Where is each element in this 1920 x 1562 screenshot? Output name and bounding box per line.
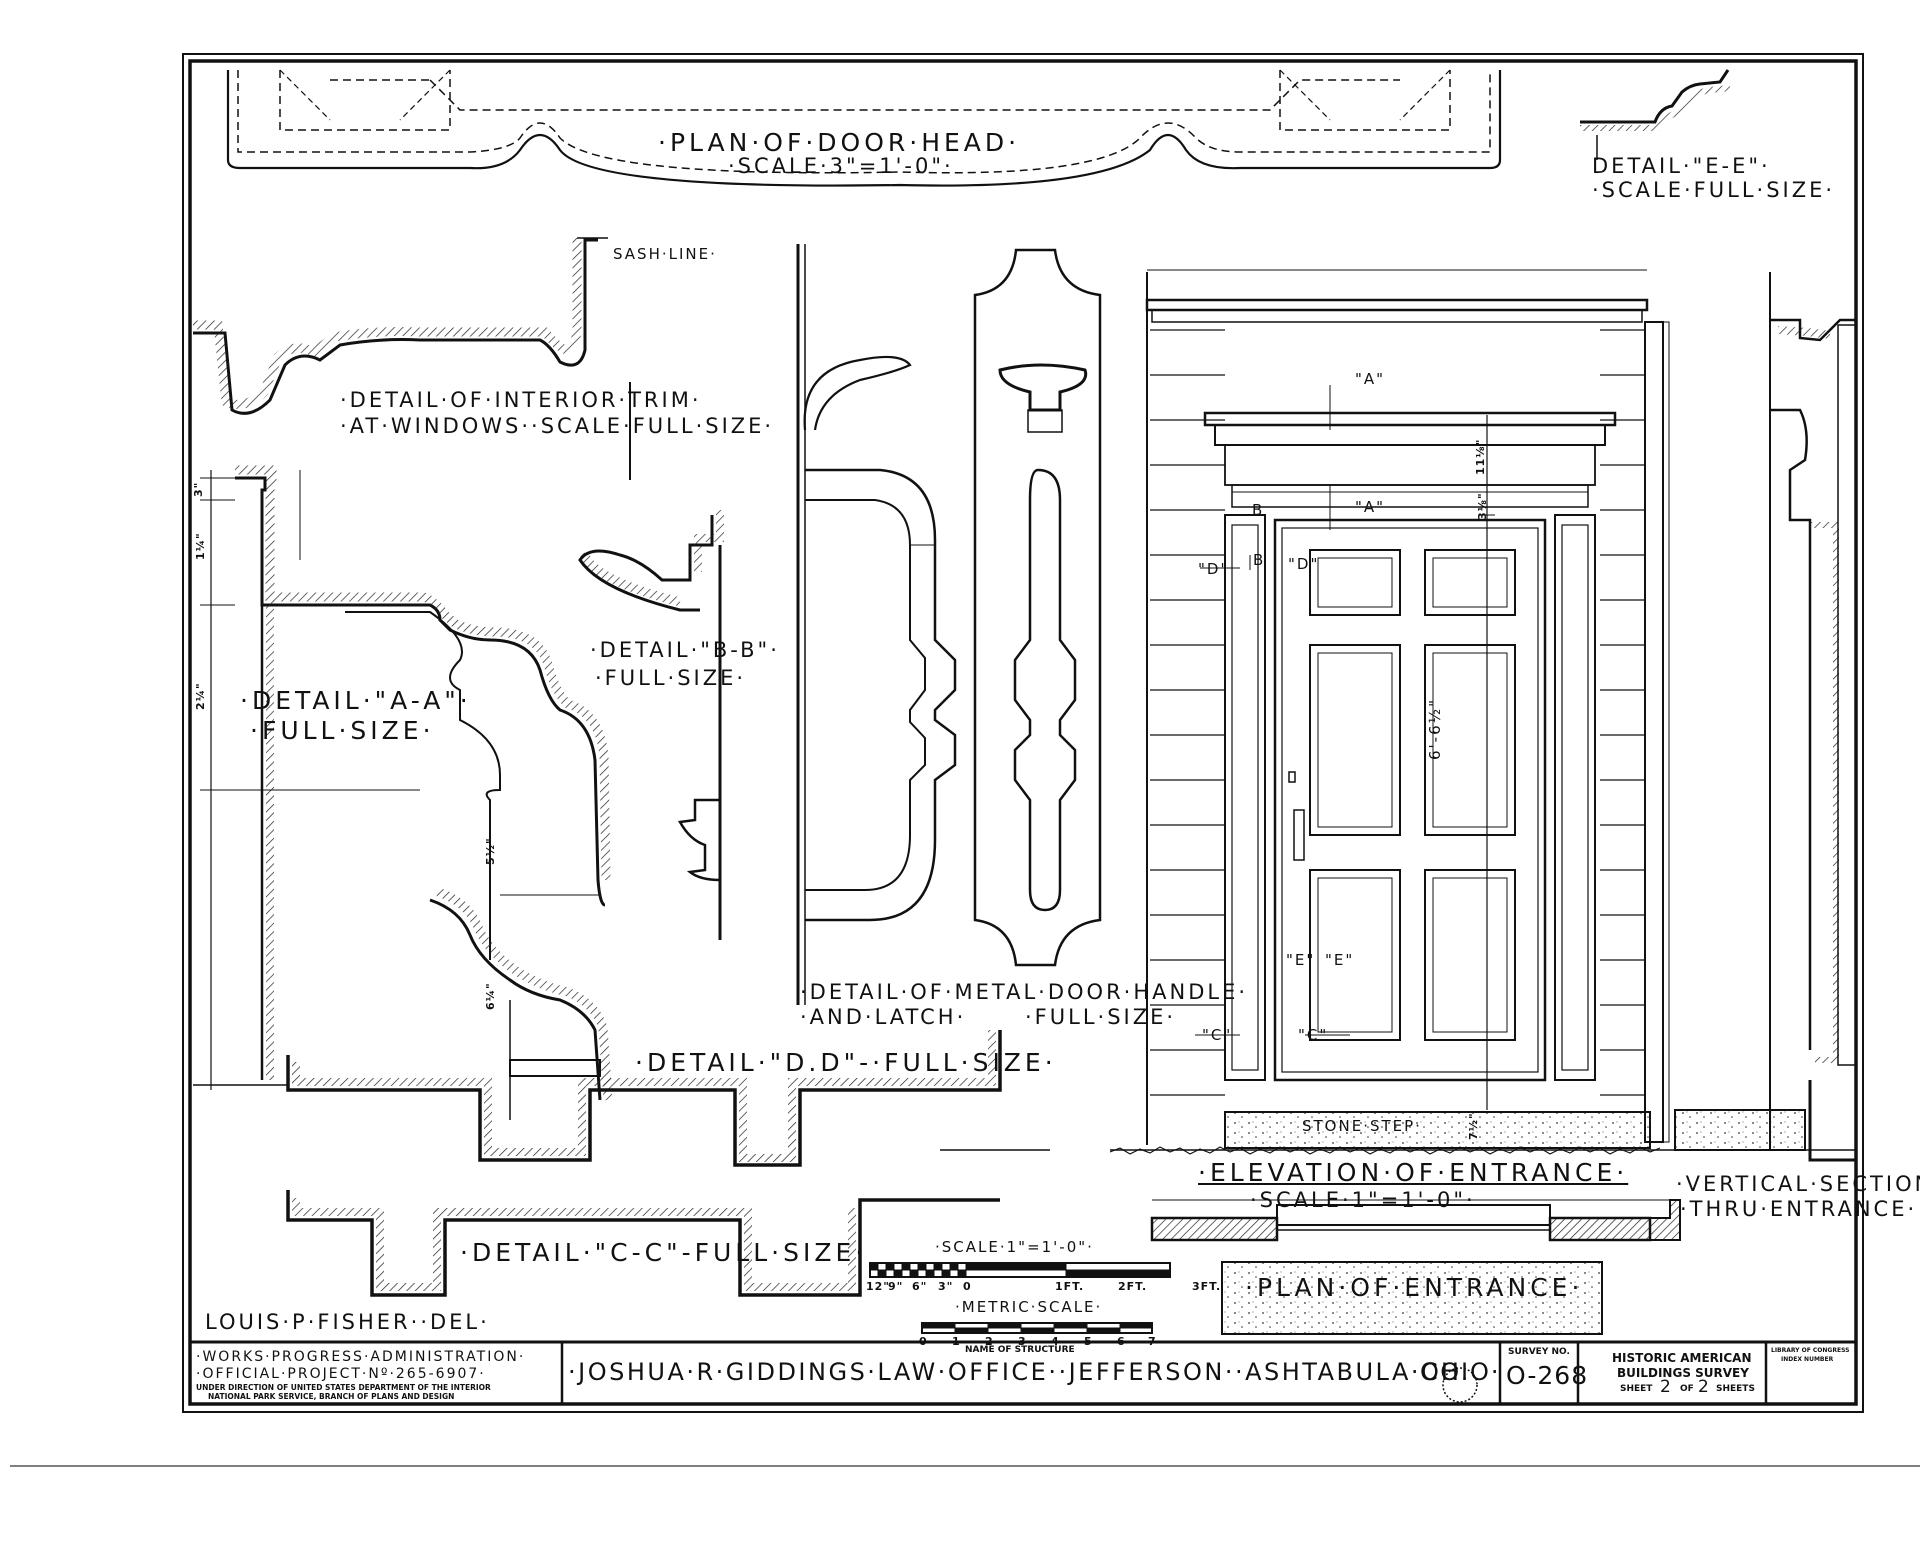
plan-of-entrance-title: ·PLAN·OF·ENTRANCE·	[1245, 1273, 1584, 1302]
loc-line-1: LIBRARY OF CONGRESS	[1771, 1347, 1850, 1354]
plan-of-entrance	[1150, 1199, 1681, 1335]
detail-dd-title: ·DETAIL·"D.D"-·FULL·SIZE·	[635, 1048, 1057, 1077]
detail-ee-title: DETAIL·"E-E"·	[1592, 154, 1771, 178]
dim-step: 7½"	[1467, 1112, 1480, 1140]
handle-title: ·DETAIL·OF·METAL·DOOR·HANDLE·	[800, 980, 1249, 1004]
delineator: LOUIS·P·FISHER··DEL·	[205, 1310, 490, 1334]
dim-aa-6: 6¼"	[484, 982, 497, 1010]
section-mark-c: "C"	[1202, 1026, 1233, 1044]
detail-ee-profile	[1580, 69, 1731, 160]
metric-tick: 3	[1018, 1335, 1027, 1348]
elevation-scale: ·SCALE·1"=1'-0"·	[1250, 1188, 1476, 1212]
section-mark-d: "D"	[1198, 560, 1230, 578]
scale-tick: 3FT.	[1192, 1280, 1222, 1293]
loc-line-2: INDEX NUMBER	[1781, 1356, 1834, 1363]
metric-scale-bar	[921, 1322, 1153, 1334]
scale-tick: 0	[963, 1280, 972, 1293]
dim-aa-2: 2¼"	[194, 682, 207, 710]
door-head-scale: ·SCALE·3"=1'-0"·	[728, 154, 954, 178]
habs-line-1: HISTORIC AMERICAN	[1612, 1351, 1752, 1365]
handle-scale: ·FULL·SIZE·	[1025, 1005, 1177, 1029]
detail-aa-scale: ·FULL·SIZE·	[250, 716, 435, 745]
detail-bb-scale: ·FULL·SIZE·	[595, 666, 747, 690]
section-mark-e: "E"	[1286, 951, 1316, 969]
entrance-elevation	[1109, 269, 1680, 1155]
metric-tick: 5	[1084, 1335, 1093, 1348]
vertical-section	[1674, 272, 1857, 1162]
handle-and-latch: ·AND·LATCH·	[800, 1005, 967, 1029]
agency-line-1: ·WORKS·PROGRESS·ADMINISTRATION·	[196, 1349, 526, 1365]
interior-trim-scale: ·AT·WINDOWS··SCALE·FULL·SIZE·	[340, 414, 775, 438]
door-handle-drawing	[796, 244, 1102, 1005]
sheet-prefix: SHEET	[1620, 1384, 1653, 1394]
sheet-border-inner	[188, 59, 1858, 1406]
survey-number-header: SURVEY NO.	[1508, 1347, 1570, 1357]
section-mark-c: "C"	[1298, 1026, 1329, 1044]
section-mark-b: B	[1252, 501, 1265, 519]
metric-scale-title: ·METRIC·SCALE·	[955, 1298, 1103, 1316]
detail-aa-profile	[200, 465, 613, 1120]
agency-line-3: UNDER DIRECTION OF UNITED STATES DEPARTM…	[196, 1383, 491, 1392]
sheet-suffix: SHEETS	[1716, 1384, 1755, 1394]
dim-head-small: 3⅛"	[1476, 492, 1489, 520]
section-mark-d: "D"	[1288, 555, 1320, 573]
sheet-total: 2	[1698, 1377, 1709, 1397]
detail-ee-scale: ·SCALE·FULL·SIZE·	[1592, 178, 1836, 202]
scale-tick: 9"	[888, 1280, 904, 1293]
habs-line-2: BUILDINGS SURVEY	[1617, 1366, 1749, 1380]
agency-line-4: NATIONAL PARK SERVICE, BRANCH OF PLANS A…	[208, 1392, 455, 1401]
detail-bb-title: ·DETAIL·"B-B"·	[590, 638, 780, 662]
plan-of-door-head	[226, 69, 1502, 187]
detail-dd-cc-profiles	[193, 1030, 1050, 1297]
detail-cc-title: ·DETAIL·"C-C"-FULL·SIZE·	[460, 1238, 868, 1267]
scale-bar-title: ·SCALE·1"=1'-0"·	[935, 1238, 1094, 1256]
name-of-structure-header: NAME OF STRUCTURE	[965, 1345, 1075, 1355]
metric-tick: 6	[1117, 1335, 1126, 1348]
title-block	[190, 1340, 1856, 1404]
dim-aa-1: 1¼"	[194, 532, 207, 560]
metric-tick: 1	[952, 1335, 961, 1348]
interior-trim-title: ·DETAIL·OF·INTERIOR·TRIM·	[340, 388, 702, 412]
scale-tick: 1FT.	[1055, 1280, 1085, 1293]
scale-bar	[869, 1262, 1171, 1278]
agency-line-2: ·OFFICIAL·PROJECT·Nº·265-6907·	[196, 1366, 486, 1382]
metric-tick: 0	[919, 1335, 928, 1348]
door-head-title: ·PLAN·OF·DOOR·HEAD·	[658, 128, 1021, 157]
dim-aa-5: 5½"	[484, 837, 497, 865]
vertical-section-title: ·VERTICAL·SECTION·	[1676, 1172, 1920, 1196]
metric-tick: 2	[985, 1335, 994, 1348]
structure-name: ·JOSHUA·R·GIDDINGS·LAW·OFFICE··JEFFERSON…	[568, 1358, 1471, 1386]
section-mark-e: "E"	[1325, 951, 1355, 969]
detail-bb-profile	[578, 510, 724, 940]
dim-head-height: 11⅛"	[1474, 438, 1487, 475]
section-mark-a: "A"	[1355, 370, 1386, 388]
section-mark-b: B	[1253, 551, 1266, 569]
scale-tick: 12"	[866, 1280, 891, 1293]
scale-tick: 6"	[912, 1280, 928, 1293]
scale-tick: 3"	[938, 1280, 954, 1293]
dim-aa-3: 3"	[192, 481, 205, 497]
scale-tick: 2FT.	[1118, 1280, 1148, 1293]
metric-tick: 4	[1051, 1335, 1060, 1348]
stone-step-label: STONE·STEP·	[1302, 1117, 1422, 1135]
survey-number: O-268	[1506, 1361, 1589, 1390]
dim-door-height: 6'-6½"	[1426, 697, 1444, 760]
metric-tick: 7	[1148, 1335, 1157, 1348]
sheet-number: 2	[1660, 1377, 1671, 1397]
structure-state: OHIO·	[1420, 1358, 1501, 1386]
section-mark-a: "A"	[1355, 498, 1386, 516]
elevation-title: ·ELEVATION·OF·ENTRANCE·	[1198, 1158, 1629, 1187]
interior-trim-profile	[193, 237, 631, 480]
sash-line-label: SASH·LINE·	[613, 245, 717, 263]
detail-aa-title: ·DETAIL·"A-A"·	[240, 686, 472, 715]
sheet-of: OF	[1680, 1384, 1694, 1394]
vertical-section-sub: ·THRU·ENTRANCE·	[1680, 1197, 1918, 1221]
sheet-border-outer	[182, 53, 1864, 1413]
